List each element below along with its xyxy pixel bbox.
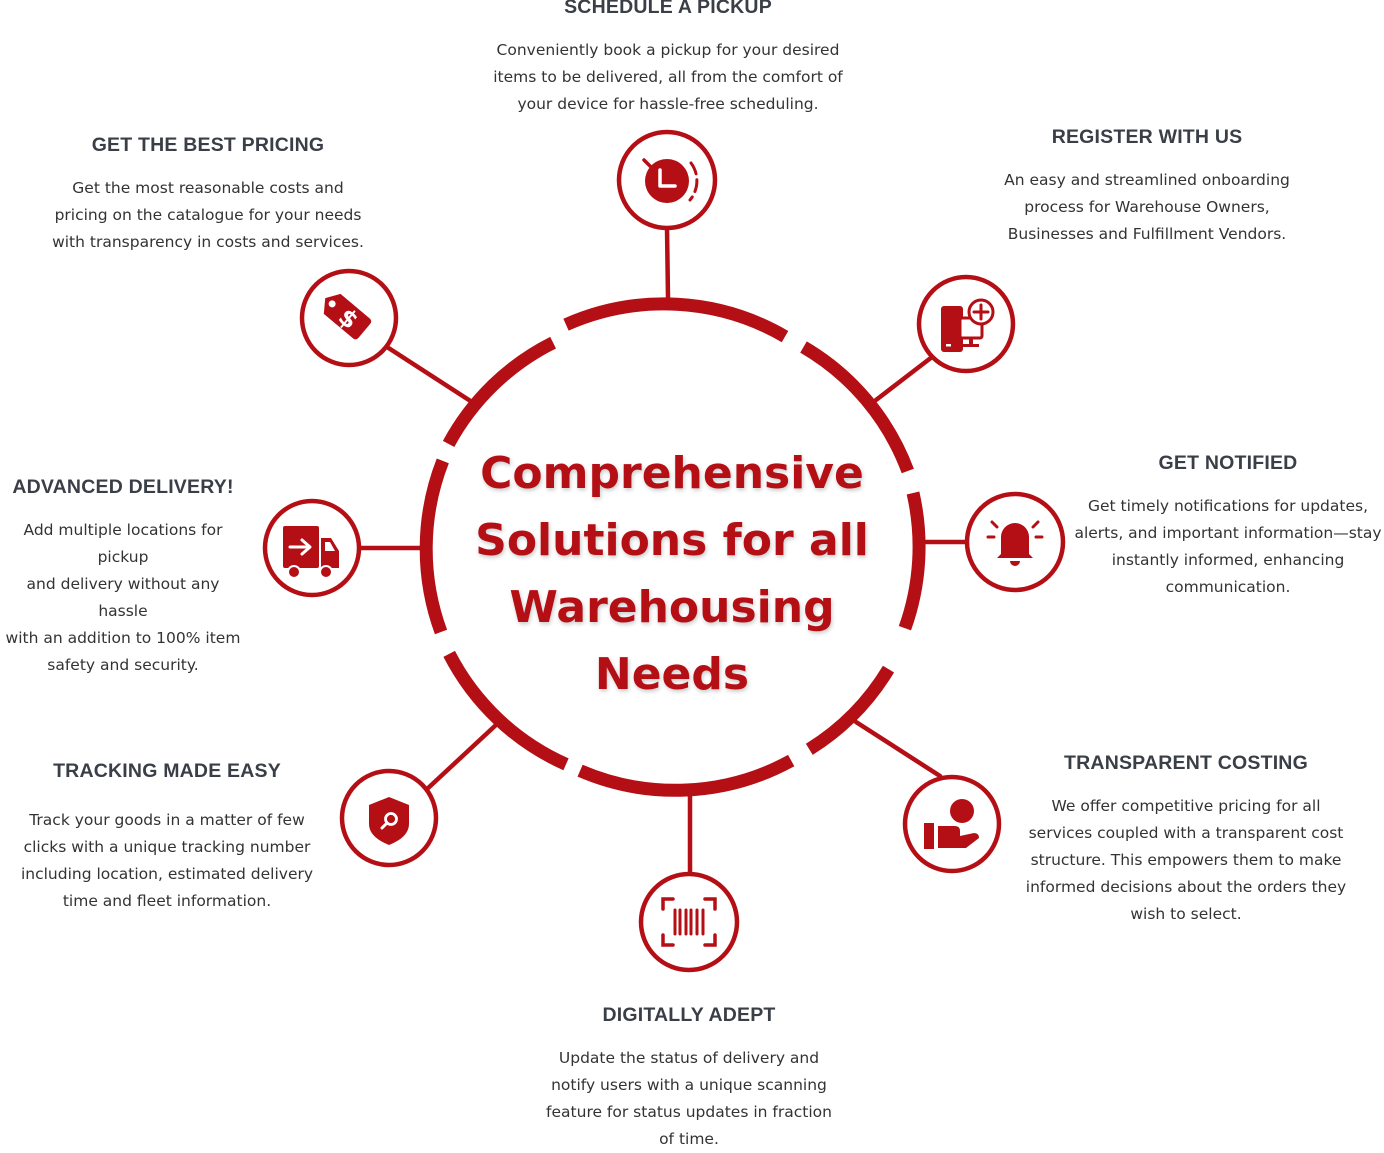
feature-pricing: GET THE BEST PRICING Get the most reason… bbox=[38, 134, 378, 256]
description-line: your device for hassle-free scheduling. bbox=[517, 95, 819, 113]
description-line: items to be delivered, all from the comf… bbox=[493, 68, 843, 86]
description-line: An easy and streamlined onboarding bbox=[1004, 171, 1290, 189]
feature-title: REGISTER WITH US bbox=[1051, 126, 1243, 148]
ring-segment bbox=[898, 491, 926, 631]
feature-description: We offer competitive pricing for all ser… bbox=[1016, 793, 1356, 928]
ring-segment bbox=[563, 297, 789, 343]
connector-register bbox=[873, 354, 935, 403]
feature-description: Track your goods in a matter of few clic… bbox=[12, 807, 322, 915]
feature-title: TRACKING MADE EASY bbox=[53, 760, 281, 782]
node-digital bbox=[638, 871, 740, 973]
description-line: and delivery without any hassle bbox=[26, 575, 220, 620]
description-line: with an addition to 100% item bbox=[5, 629, 241, 647]
feature-description: An easy and streamlined onboarding proce… bbox=[977, 167, 1317, 248]
barcode-scan-icon bbox=[661, 897, 717, 947]
bell-icon bbox=[986, 520, 1044, 566]
description-line: alerts, and important information—stay bbox=[1074, 524, 1382, 542]
feature-title: TRANSPARENT COSTING bbox=[1064, 752, 1308, 774]
description-line: Add multiple locations for pickup bbox=[23, 521, 223, 566]
central-title: Comprehensive Solutions for all Warehous… bbox=[472, 440, 872, 708]
ring-segment bbox=[805, 665, 895, 755]
ring-segment bbox=[442, 336, 557, 448]
price-tag-icon: $ bbox=[323, 293, 372, 340]
ring-segment bbox=[577, 754, 795, 797]
feature-notified: GET NOTIFIED Get timely notifications fo… bbox=[1072, 452, 1384, 601]
central-title-line: Warehousing bbox=[509, 582, 835, 633]
feature-title: GET THE BEST PRICING bbox=[91, 134, 325, 156]
shield-search-icon bbox=[369, 797, 409, 845]
ring-segment bbox=[443, 650, 569, 771]
central-title-line: Comprehensive bbox=[480, 448, 864, 499]
feature-title: ADVANCED DELIVERY! bbox=[12, 476, 234, 498]
feature-schedule-pickup: SCHEDULE A PICKUP Conveniently book a pi… bbox=[468, 0, 868, 118]
description-line: instantly informed, enhancing bbox=[1111, 551, 1345, 569]
description-line: Track your goods in a matter of few bbox=[29, 811, 305, 829]
description-line: process for Warehouse Owners, bbox=[1024, 198, 1270, 216]
description-line: feature for status updates in fraction bbox=[546, 1103, 832, 1121]
feature-description: Get the most reasonable costs and pricin… bbox=[38, 175, 378, 256]
connector-transparent bbox=[853, 719, 943, 779]
description-line: notify users with a unique scanning bbox=[551, 1076, 827, 1094]
description-line: clicks with a unique tracking number bbox=[23, 838, 311, 856]
description-line: time and fleet information. bbox=[62, 892, 272, 910]
description-line: structure. This empowers them to make bbox=[1030, 851, 1342, 869]
connector-tracking bbox=[423, 721, 500, 793]
feature-transparent: TRANSPARENT COSTING We offer competitive… bbox=[1016, 752, 1356, 928]
ring-segment bbox=[419, 458, 449, 635]
feature-digital: DIGITALLY ADEPT Update the status of del… bbox=[534, 1004, 844, 1153]
feature-description: Add multiple locations for pickup and de… bbox=[0, 517, 246, 679]
feature-title: SCHEDULE A PICKUP bbox=[564, 0, 772, 18]
feature-description: Conveniently book a pickup for your desi… bbox=[468, 37, 868, 118]
description-line: Get timely notifications for updates, bbox=[1088, 497, 1368, 515]
description-line: with transparency in costs and services. bbox=[52, 233, 364, 251]
description-line: wish to select. bbox=[1130, 905, 1242, 923]
hand-user-icon bbox=[924, 799, 979, 849]
feature-advanced: ADVANCED DELIVERY! Add multiple location… bbox=[0, 476, 246, 679]
feature-description: Update the status of delivery and notify… bbox=[534, 1045, 844, 1153]
central-ring bbox=[419, 297, 926, 797]
central-title-line: Solutions for all bbox=[475, 515, 869, 566]
feature-register: REGISTER WITH US An easy and streamlined… bbox=[977, 126, 1317, 248]
description-line: of time. bbox=[659, 1130, 719, 1148]
connector-schedule bbox=[664, 225, 671, 301]
description-line: safety and security. bbox=[47, 656, 199, 674]
description-line: communication. bbox=[1165, 578, 1291, 596]
description-line: Get the most reasonable costs and bbox=[72, 179, 344, 197]
clock-icon bbox=[642, 158, 699, 203]
description-line: including location, estimated delivery bbox=[20, 865, 314, 883]
connector-pricing bbox=[384, 344, 475, 405]
description-line: informed decisions about the orders they bbox=[1025, 878, 1347, 896]
feature-description: Get timely notifications for updates, al… bbox=[1072, 493, 1384, 601]
description-line: pricing on the catalogue for your needs bbox=[54, 206, 362, 224]
central-title-line: Needs bbox=[594, 649, 750, 700]
description-line: Conveniently book a pickup for your desi… bbox=[496, 41, 840, 59]
description-line: services coupled with a transparent cost bbox=[1028, 824, 1344, 842]
node-transparent bbox=[902, 774, 1002, 874]
feature-title: DIGITALLY ADEPT bbox=[602, 1004, 776, 1026]
delivery-truck-icon bbox=[283, 526, 339, 579]
description-line: Businesses and Fulfillment Vendors. bbox=[1007, 225, 1287, 243]
feature-tracking: TRACKING MADE EASY Track your goods in a… bbox=[12, 760, 322, 915]
ring-segment bbox=[800, 341, 914, 474]
description-line: We offer competitive pricing for all bbox=[1051, 797, 1321, 815]
feature-title: GET NOTIFIED bbox=[1158, 452, 1298, 474]
devices-add-icon bbox=[941, 298, 995, 352]
connectors bbox=[358, 225, 969, 879]
description-line: Update the status of delivery and bbox=[558, 1049, 820, 1067]
